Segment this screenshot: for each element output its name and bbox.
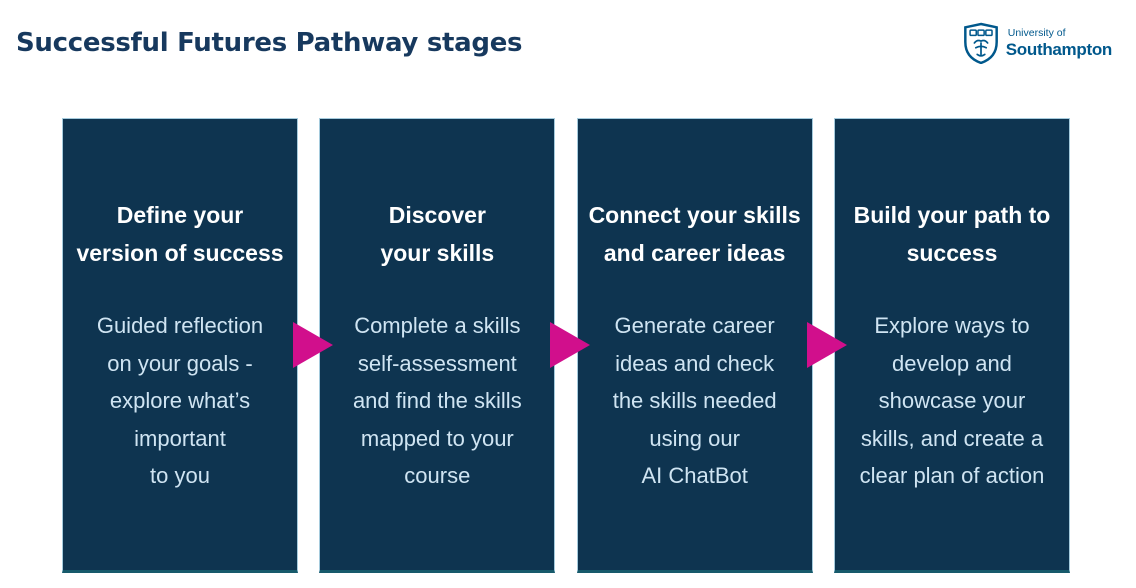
university-logo-line1: University of (1007, 27, 1066, 40)
stage-card-build: Build your path to success Explore ways … (833, 118, 1070, 573)
flow-arrow-right-icon (550, 322, 590, 368)
stage-description: Guided reflection on your goals - explor… (96, 313, 264, 488)
flow-arrow-right-icon (293, 322, 333, 368)
stage-card-define: Define your version of success Guided re… (62, 118, 298, 573)
pathway-stages: Define your version of success Guided re… (62, 118, 1070, 573)
university-shield-icon (962, 22, 1000, 64)
stage-description: Explore ways to develop and showcase you… (859, 313, 1045, 488)
university-logo-line2: Southampton (1005, 39, 1113, 59)
stage-heading: Define your version of success (76, 202, 284, 266)
stage-description: Complete a skills self-assessment and fi… (352, 313, 522, 488)
university-logo: University of Southampton (962, 22, 1112, 64)
stage-card-discover: Discover your skills Complete a skills s… (319, 118, 556, 573)
stage-heading: Connect your skills and career ideas (588, 202, 801, 266)
university-logo-text: University of Southampton (1005, 27, 1113, 59)
stage-card-connect: Connect your skills and career ideas Gen… (576, 118, 813, 573)
stage-description: Generate career ideas and check the skil… (612, 313, 777, 488)
stage-heading: Discover your skills (380, 202, 495, 266)
flow-arrow-right-icon (807, 322, 847, 368)
stage-heading: Build your path to success (853, 202, 1051, 266)
page-title: Successful Futures Pathway stages (16, 28, 523, 58)
